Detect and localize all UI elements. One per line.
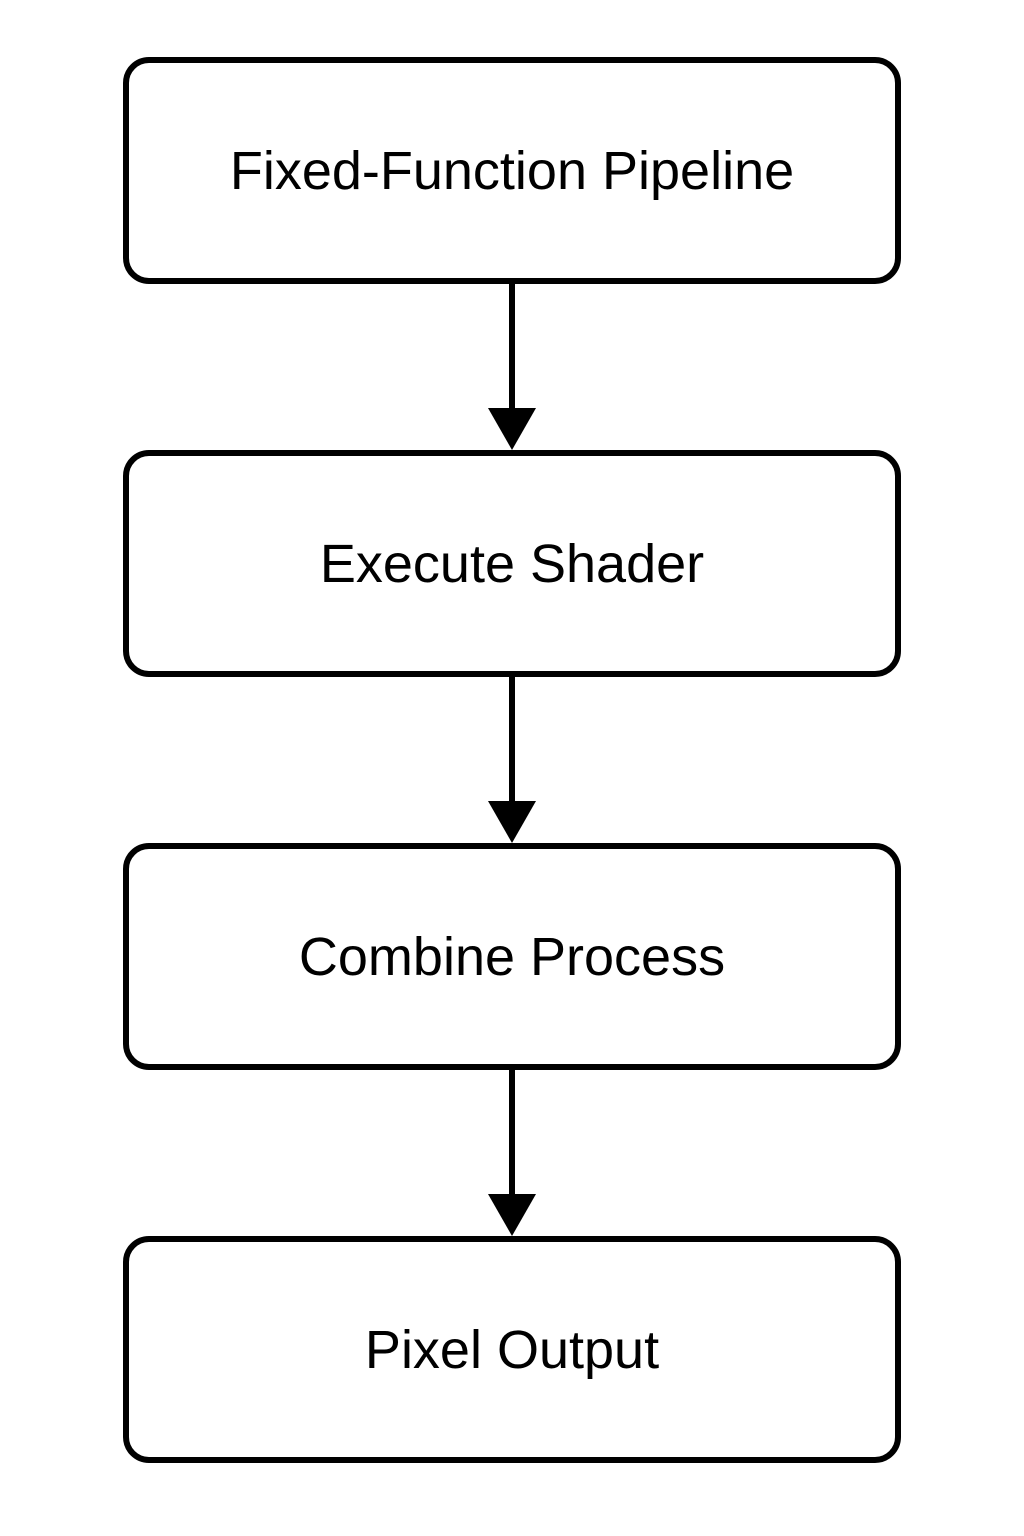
arrow-shaft bbox=[509, 1070, 515, 1194]
node-pixel-output: Pixel Output bbox=[123, 1236, 901, 1463]
arrow-down-icon bbox=[488, 1070, 536, 1236]
arrowhead-icon bbox=[488, 408, 536, 450]
node-execute-shader: Execute Shader bbox=[123, 450, 901, 677]
arrow-down-icon bbox=[488, 284, 536, 450]
node-label-pixel-output: Pixel Output bbox=[364, 1319, 660, 1380]
node-label-execute-shader: Execute Shader bbox=[319, 533, 705, 594]
node-combine-process: Combine Process bbox=[123, 843, 901, 1070]
node-label-fixed-function-pipeline: Fixed-Function Pipeline bbox=[229, 140, 795, 201]
arrowhead-icon bbox=[488, 1194, 536, 1236]
arrow-shaft bbox=[509, 677, 515, 801]
arrow-shaft bbox=[509, 284, 515, 408]
arrowhead-icon bbox=[488, 801, 536, 843]
node-label-combine-process: Combine Process bbox=[298, 926, 726, 987]
node-fixed-function-pipeline: Fixed-Function Pipeline bbox=[123, 57, 901, 284]
arrow-down-icon bbox=[488, 677, 536, 843]
